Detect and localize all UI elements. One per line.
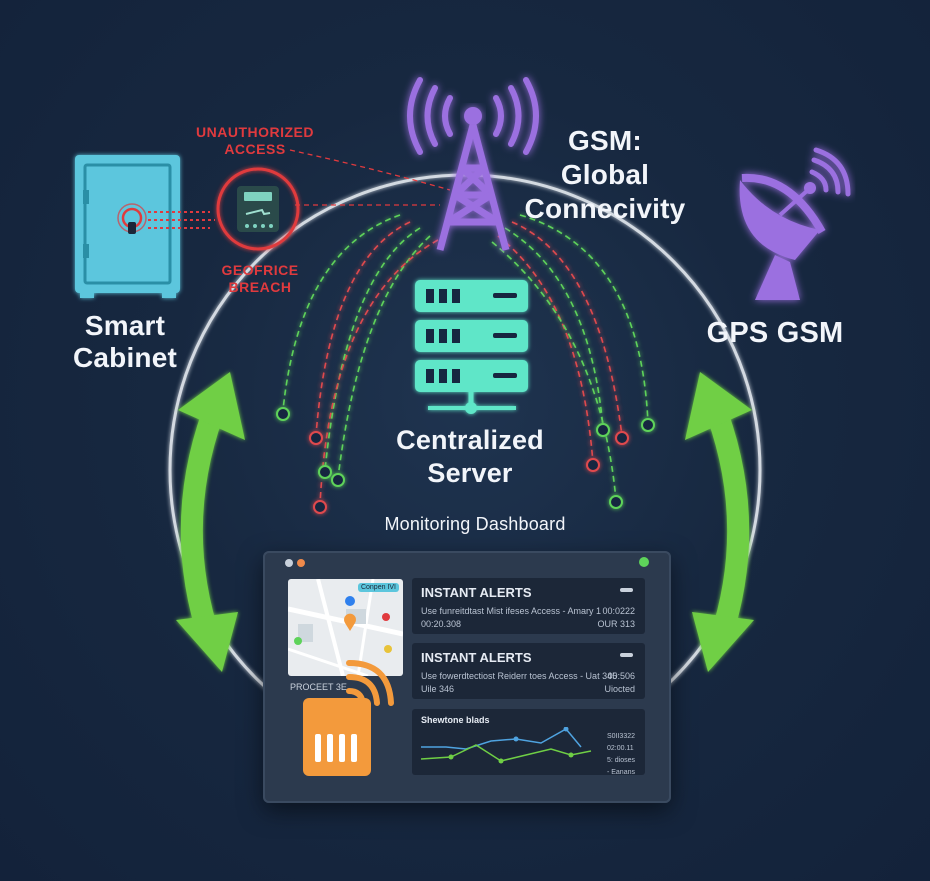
legend-item: S0II3322 <box>606 733 635 740</box>
unauth-line2: ACCESS <box>224 141 286 157</box>
gsm-label-line3: Connecivity <box>524 193 686 224</box>
menu-icon[interactable] <box>620 588 633 592</box>
map-roads <box>288 579 403 676</box>
alert-card-2[interactable]: INSTANT ALERTS Use fowerdtectiost Reider… <box>412 643 645 699</box>
monitoring-dashboard: Conpen IVI PROCEET 3E INSTANT ALERTS Use… <box>263 551 671 803</box>
chart-card-title: Shewtone blads <box>421 715 490 725</box>
window-dot-icon[interactable] <box>285 559 293 567</box>
satellite-dish-icon <box>739 173 826 300</box>
status-dot-icon <box>639 557 649 567</box>
alert-text: Use funreitdtast Mist ifeses Access - Am… <box>421 606 602 616</box>
signal-lines-left <box>282 214 439 506</box>
alert-status: Uiocted <box>604 684 635 694</box>
alert-status: OUR 313 <box>597 619 635 629</box>
footer-label: PROCEET 3E <box>290 682 347 692</box>
alert-device-icon <box>216 167 300 251</box>
unauth-line1: UNAUTHORIZED <box>196 124 314 140</box>
gsm-label-line2: Global <box>560 159 650 190</box>
map-badge: Conpen IVI <box>357 583 399 592</box>
gps-gsm-label: GPS GSM <box>706 317 844 349</box>
menu-icon[interactable] <box>620 653 633 657</box>
monitoring-label: Monitoring Dashboard <box>384 514 566 534</box>
geofence-line1: GEOFRICE <box>221 262 299 278</box>
alert-subtext: 00:20.308 <box>421 619 462 629</box>
alert-card-1[interactable]: INSTANT ALERTS Use funreitdtast Mist ife… <box>412 578 645 634</box>
server-label-line2: Server <box>427 458 513 488</box>
cabinet-icon <box>75 155 180 298</box>
legend-item: - Eanans <box>606 769 635 776</box>
tower-waves <box>407 77 539 155</box>
geofence-breach-label: GEOFRICE BREACH <box>205 262 315 296</box>
server-label: Centralized Server <box>385 424 555 490</box>
gsm-label-line1: GSM: <box>568 125 642 156</box>
right-sync-arrow <box>685 372 754 672</box>
dish-waves <box>809 147 851 197</box>
server-icon <box>415 280 528 414</box>
tower-icon <box>436 124 510 251</box>
alert-beam <box>148 211 215 229</box>
sim-signal-icon <box>346 660 394 706</box>
gsm-label: GSM: Global Connecivity <box>520 124 690 226</box>
unauthorized-link <box>289 149 451 191</box>
alert-time: 00:506 <box>607 671 635 681</box>
signal-lines-right <box>491 214 649 501</box>
left-sync-arrow <box>176 372 245 672</box>
alert-time: 00:0222 <box>602 606 635 616</box>
chart-legend: S0II3322 02:00.11 5: dioses - Eanans <box>607 731 635 779</box>
alert-title: INSTANT ALERTS <box>421 650 532 665</box>
alert-title: INSTANT ALERTS <box>421 585 532 600</box>
sim-card-icon <box>303 698 371 776</box>
smart-cabinet-label: Smart Cabinet <box>72 310 178 373</box>
chart-lines <box>421 727 592 764</box>
window-dot-icon[interactable] <box>297 559 305 567</box>
map-view[interactable]: Conpen IVI <box>288 579 403 676</box>
signal-nodes <box>276 407 655 514</box>
chart-card[interactable]: Shewtone blads S0II3322 02:00.11 5: dios… <box>412 709 645 776</box>
legend-item: 02:00.11 <box>606 745 634 752</box>
legend-item: 5: dioses <box>606 757 635 764</box>
geofence-line2: BREACH <box>228 279 292 295</box>
unauthorized-access-label: UNAUTHORIZED ACCESS <box>195 124 315 158</box>
alert-subtext: Uile 346 <box>421 684 455 694</box>
server-label-line1: Centralized <box>396 425 544 455</box>
alert-text: Use fowerdtectiost Reiderr toes Access -… <box>421 671 618 681</box>
